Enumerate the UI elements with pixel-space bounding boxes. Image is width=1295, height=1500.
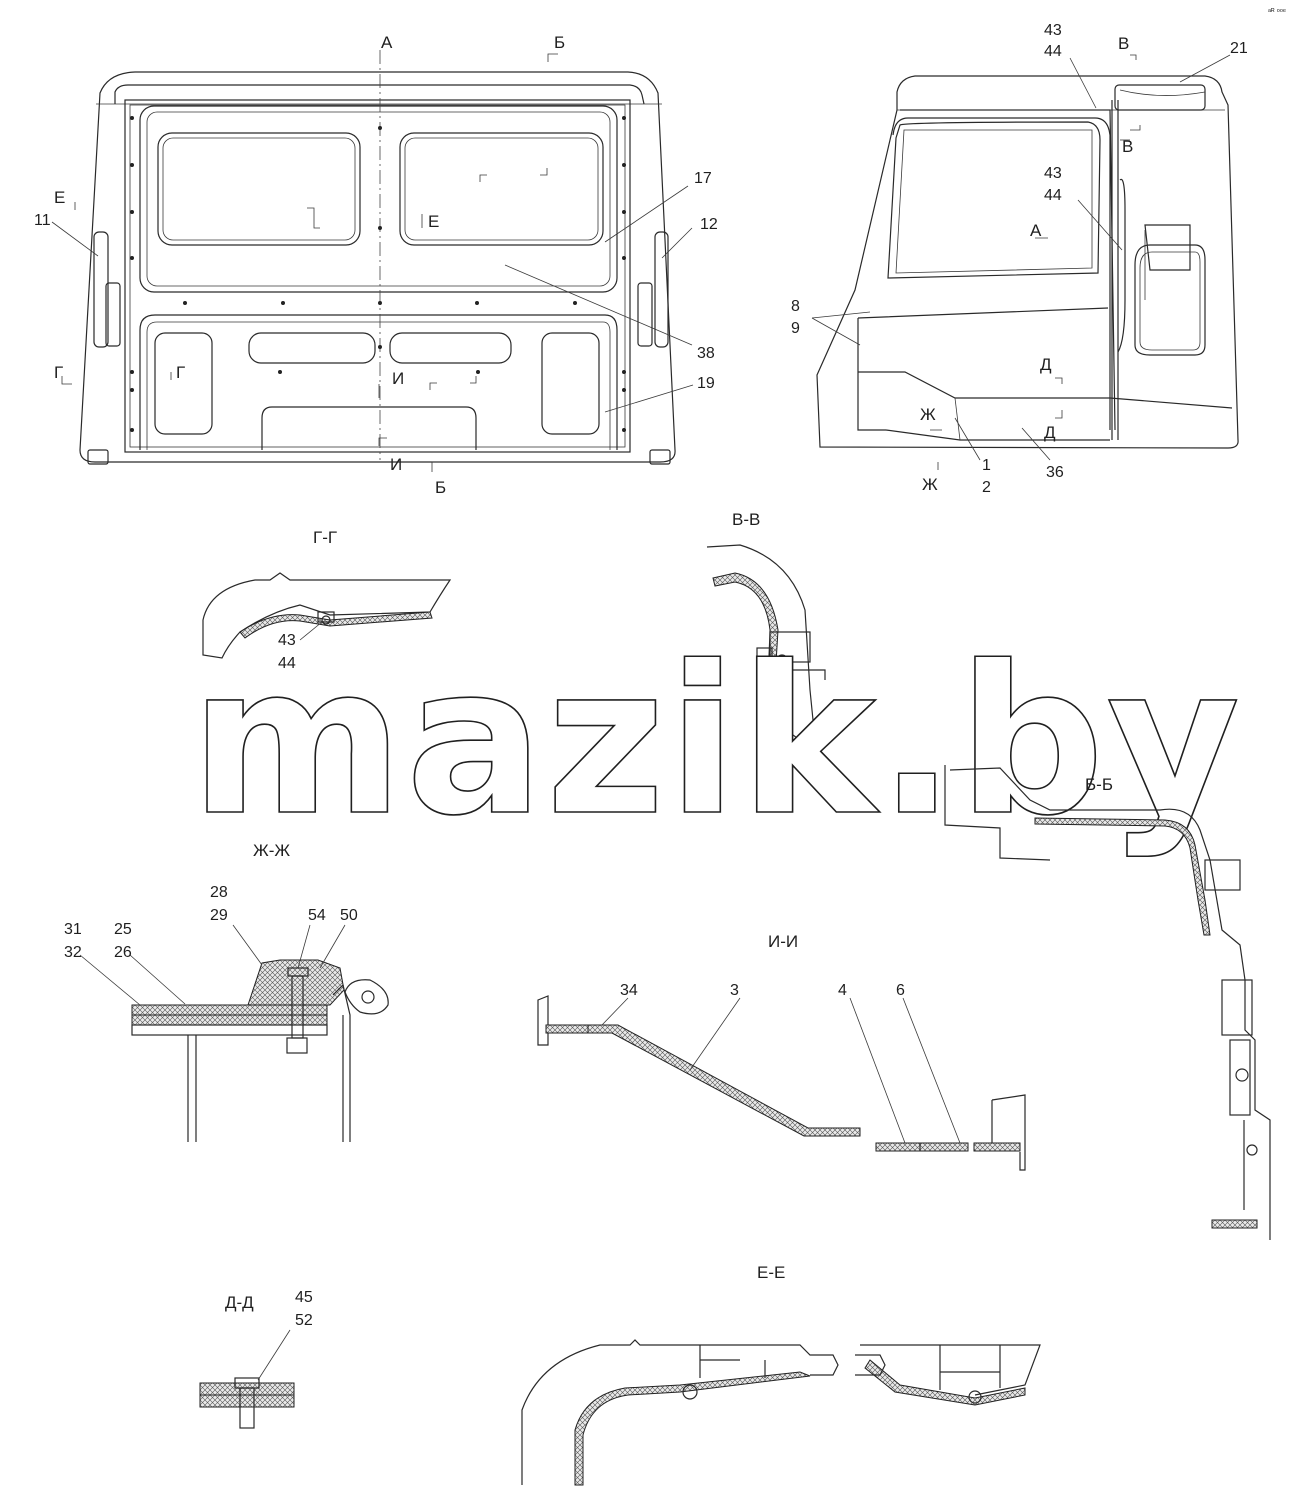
rear-callout-11: 11: [34, 212, 51, 229]
section-zh-zh-title: Ж-Ж: [253, 841, 290, 860]
rear-cut-g-panel-label: Г: [176, 363, 185, 382]
rear-callout-12: 12: [700, 216, 718, 233]
rear-cut-e-window-label: Е: [428, 212, 439, 231]
side-callout-21: 21: [1230, 40, 1248, 57]
section-zh-zh-callout-25: 25: [114, 921, 132, 938]
section-v-v: В-В: [706, 510, 826, 741]
section-i-i-callout-34: 34: [620, 982, 638, 999]
section-e-e: Е-Е: [521, 1263, 1041, 1486]
section-b-b-title: Б-Б: [1085, 775, 1113, 794]
side-callout-2: 2: [982, 479, 991, 496]
section-i-i-callout-4: 4: [838, 982, 847, 999]
section-g-g-callout-44: 44: [278, 655, 296, 672]
rear-callout-38: 38: [697, 345, 715, 362]
section-d-d-callout-45: 45: [295, 1289, 313, 1306]
section-zh-zh-callout-50: 50: [340, 907, 358, 924]
section-e-e-title: Е-Е: [757, 1263, 785, 1282]
section-zh-zh-callout-26: 26: [114, 944, 132, 961]
section-i-i-callout-6: 6: [896, 982, 905, 999]
side-cut-zh-top-label: Ж: [920, 405, 936, 424]
rear-cut-b-bottom-label: Б: [435, 478, 446, 497]
side-cut-zh-bottom-label: Ж: [922, 475, 938, 494]
side-cut-d-bottom-label: Д: [1044, 423, 1056, 442]
rear-cut-e-left-label: Е: [54, 188, 65, 207]
rear-cut-i-bottom-label: И: [390, 455, 402, 474]
section-zh-zh-callout-31: 31: [64, 921, 82, 938]
rear-cut-a-label: А: [381, 33, 393, 52]
side-callout-9: 9: [791, 320, 800, 337]
rear-view: А Б Б Е Е Г Г И И 11 12 17 38 19: [34, 33, 718, 497]
section-zh-zh-callout-32: 32: [64, 944, 82, 961]
side-cut-a-label: А: [1030, 221, 1042, 240]
rear-callout-17: 17: [694, 170, 712, 187]
section-g-g-title: Г-Г: [313, 528, 337, 547]
section-i-i-title: И-И: [768, 932, 798, 951]
side-cut-v-top-label: В: [1118, 34, 1129, 53]
section-b-b: Б-Б: [944, 765, 1271, 1240]
section-i-i: И-И 34 3 4 6: [537, 932, 1026, 1171]
watermark: mazik.by: [190, 623, 1242, 861]
section-zh-zh-callout-28: 28: [210, 884, 228, 901]
rear-callout-19: 19: [697, 375, 715, 392]
side-callout-44-mid: 44: [1044, 187, 1062, 204]
side-callout-43-top: 43: [1044, 22, 1062, 39]
side-callout-43-mid: 43: [1044, 165, 1062, 182]
side-cut-v-mid-label: В: [1122, 137, 1133, 156]
section-d-d: Д-Д 45 52: [199, 1289, 313, 1429]
rear-cut-b-top-label: Б: [554, 33, 565, 52]
section-d-d-title: Д-Д: [225, 1293, 254, 1312]
side-callout-44-top: 44: [1044, 43, 1062, 60]
section-zh-zh: Ж-Ж 28 29 31 32 25 26 54 50: [64, 841, 389, 1142]
side-callout-36: 36: [1046, 464, 1064, 481]
section-zh-zh-callout-29: 29: [210, 907, 228, 924]
side-view: 43 44 43 44 21 8 9 1 2 36 В В А Д Д Ж Ж: [791, 22, 1248, 496]
section-g-g: Г-Г 43 44: [202, 528, 452, 672]
section-v-v-title: В-В: [732, 510, 760, 529]
rear-cut-i-top-label: И: [392, 369, 404, 388]
section-g-g-callout-43: 43: [278, 632, 296, 649]
corner-mark: ᵃᴿ ᵒᵒᵉ: [1268, 7, 1286, 16]
rear-cut-g-left-label: Г: [54, 363, 63, 382]
side-callout-1: 1: [982, 457, 991, 474]
section-d-d-callout-52: 52: [295, 1312, 313, 1329]
side-cut-d-top-label: Д: [1040, 355, 1052, 374]
side-callout-8: 8: [791, 298, 800, 315]
section-i-i-callout-3: 3: [730, 982, 739, 999]
section-zh-zh-callout-54: 54: [308, 907, 326, 924]
